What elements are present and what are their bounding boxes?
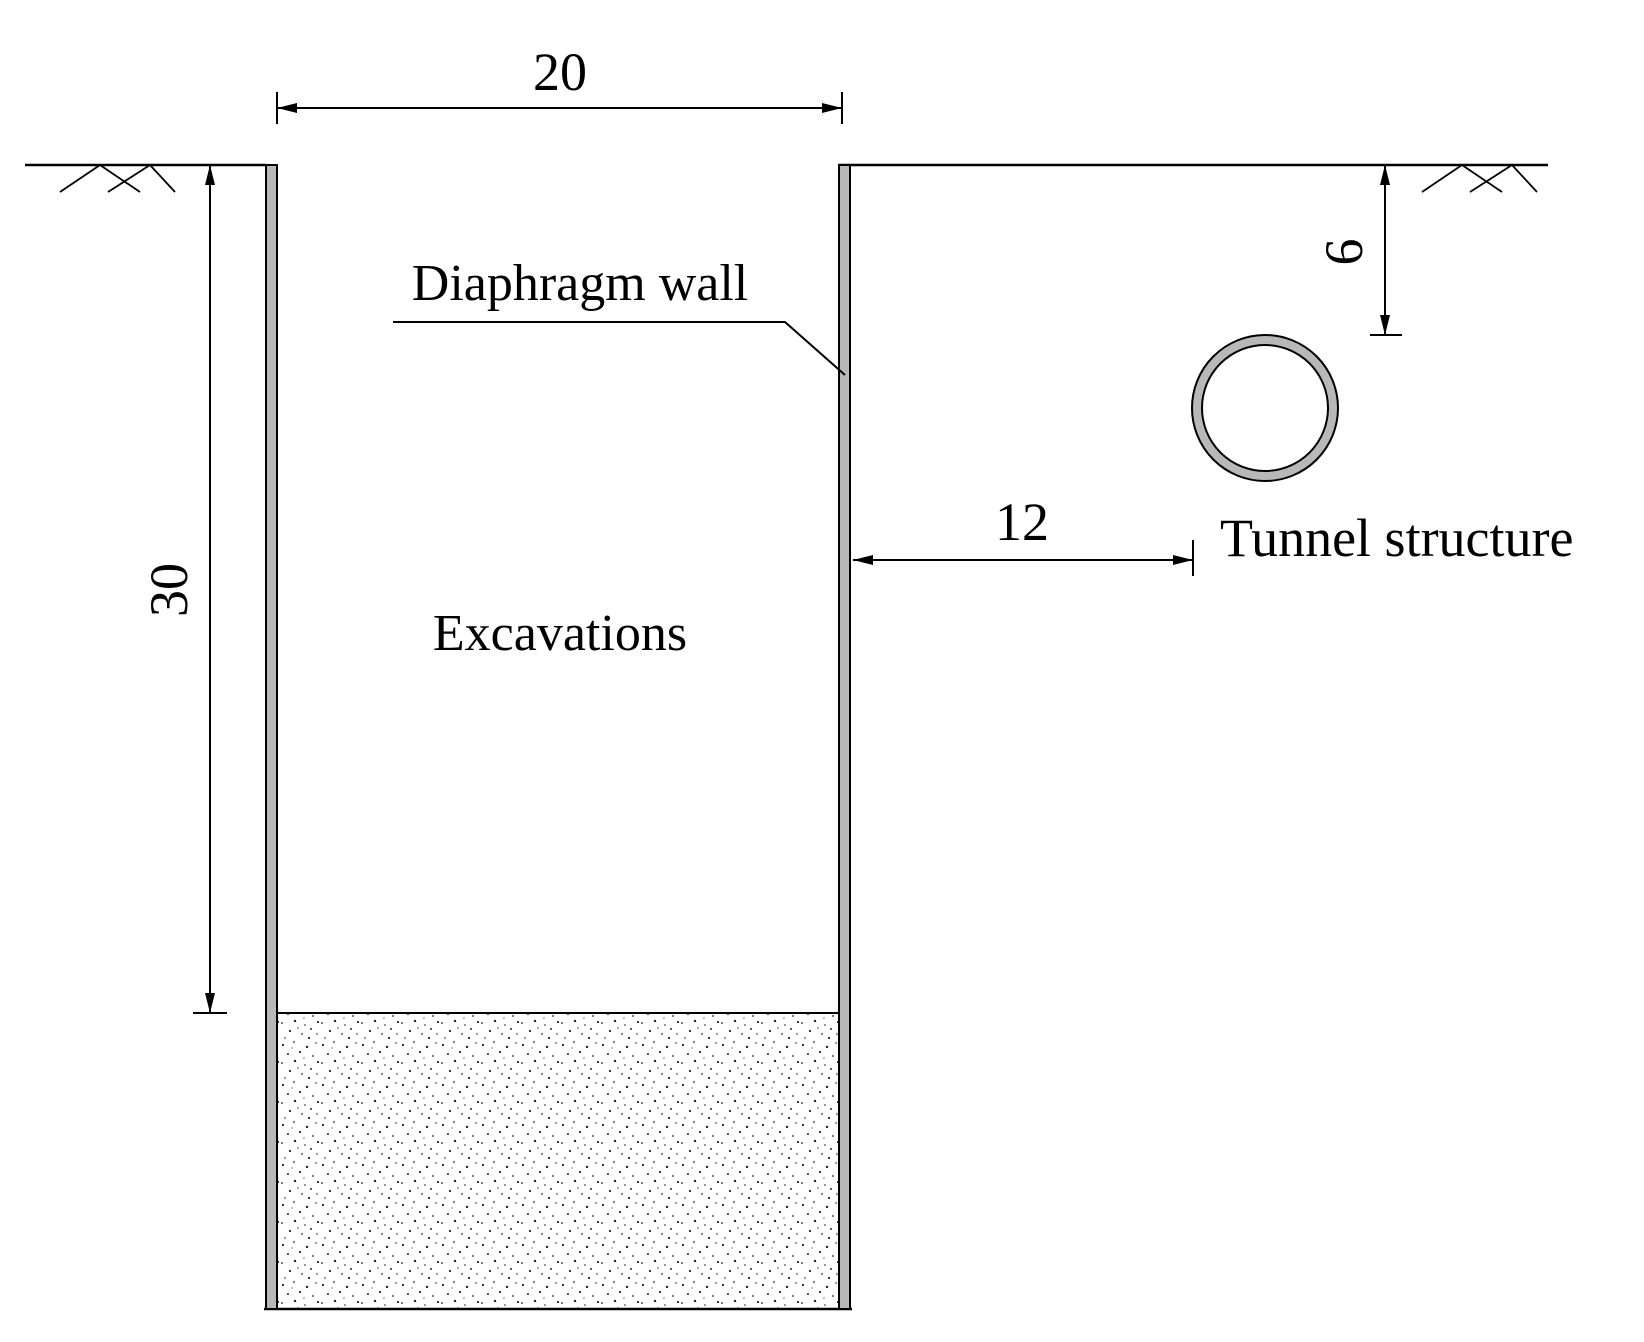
diaphragm-wall-left: [265, 164, 278, 1310]
ground-hatch-left: [59, 164, 176, 193]
depth-dimension: [193, 165, 227, 1014]
depth-dimension-label: 30: [139, 563, 199, 617]
width-dimension: [276, 92, 843, 124]
cover-dimension-label: 6: [1314, 239, 1374, 266]
tunnel-ring: [1191, 334, 1339, 482]
offset-dimension-label: 12: [995, 492, 1049, 552]
width-dimension-label: 20: [533, 42, 587, 102]
tunnel-label: Tunnel structure: [1220, 508, 1573, 568]
ground-hatch-right: [1421, 164, 1538, 193]
excavation-label: Excavations: [433, 605, 687, 662]
diaphragm-wall-leader: [393, 321, 846, 376]
offset-dimension: [853, 540, 1194, 576]
diaphragm-wall-label: Diaphragm wall: [412, 255, 748, 312]
sand-fill: [277, 1013, 839, 1309]
cover-dimension: [1370, 165, 1402, 336]
diaphragm-wall-right: [838, 164, 851, 1310]
